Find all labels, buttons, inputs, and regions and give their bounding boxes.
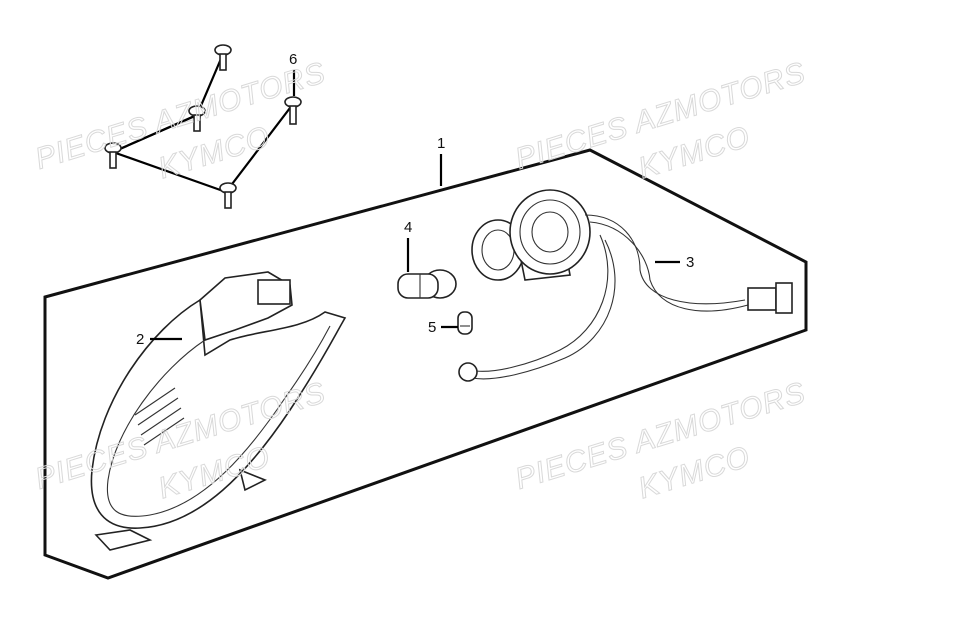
screw-icon (214, 44, 232, 71)
main-bulb (397, 269, 457, 299)
callout-4: 4 (404, 219, 412, 236)
screw-icon (219, 182, 237, 209)
callout-1: 1 (437, 135, 445, 152)
callout-5: 5 (428, 319, 436, 336)
screw-icon (104, 142, 122, 169)
callout-2: 2 (136, 331, 144, 348)
screw-set (104, 44, 302, 209)
callout-leaders (150, 70, 680, 341)
screw-icon (284, 96, 302, 125)
callout-labels: 1 2 3 4 5 6 (136, 51, 694, 348)
callout-6: 6 (289, 51, 297, 68)
callout-3: 3 (686, 254, 694, 271)
watermark-top-left: PIECES AZMOTORS KYMCO (31, 56, 330, 186)
headlight-lens-housing (90, 271, 347, 551)
position-bulb (457, 311, 473, 335)
screw-icon (188, 105, 206, 132)
bulb-socket-harness (458, 189, 793, 382)
